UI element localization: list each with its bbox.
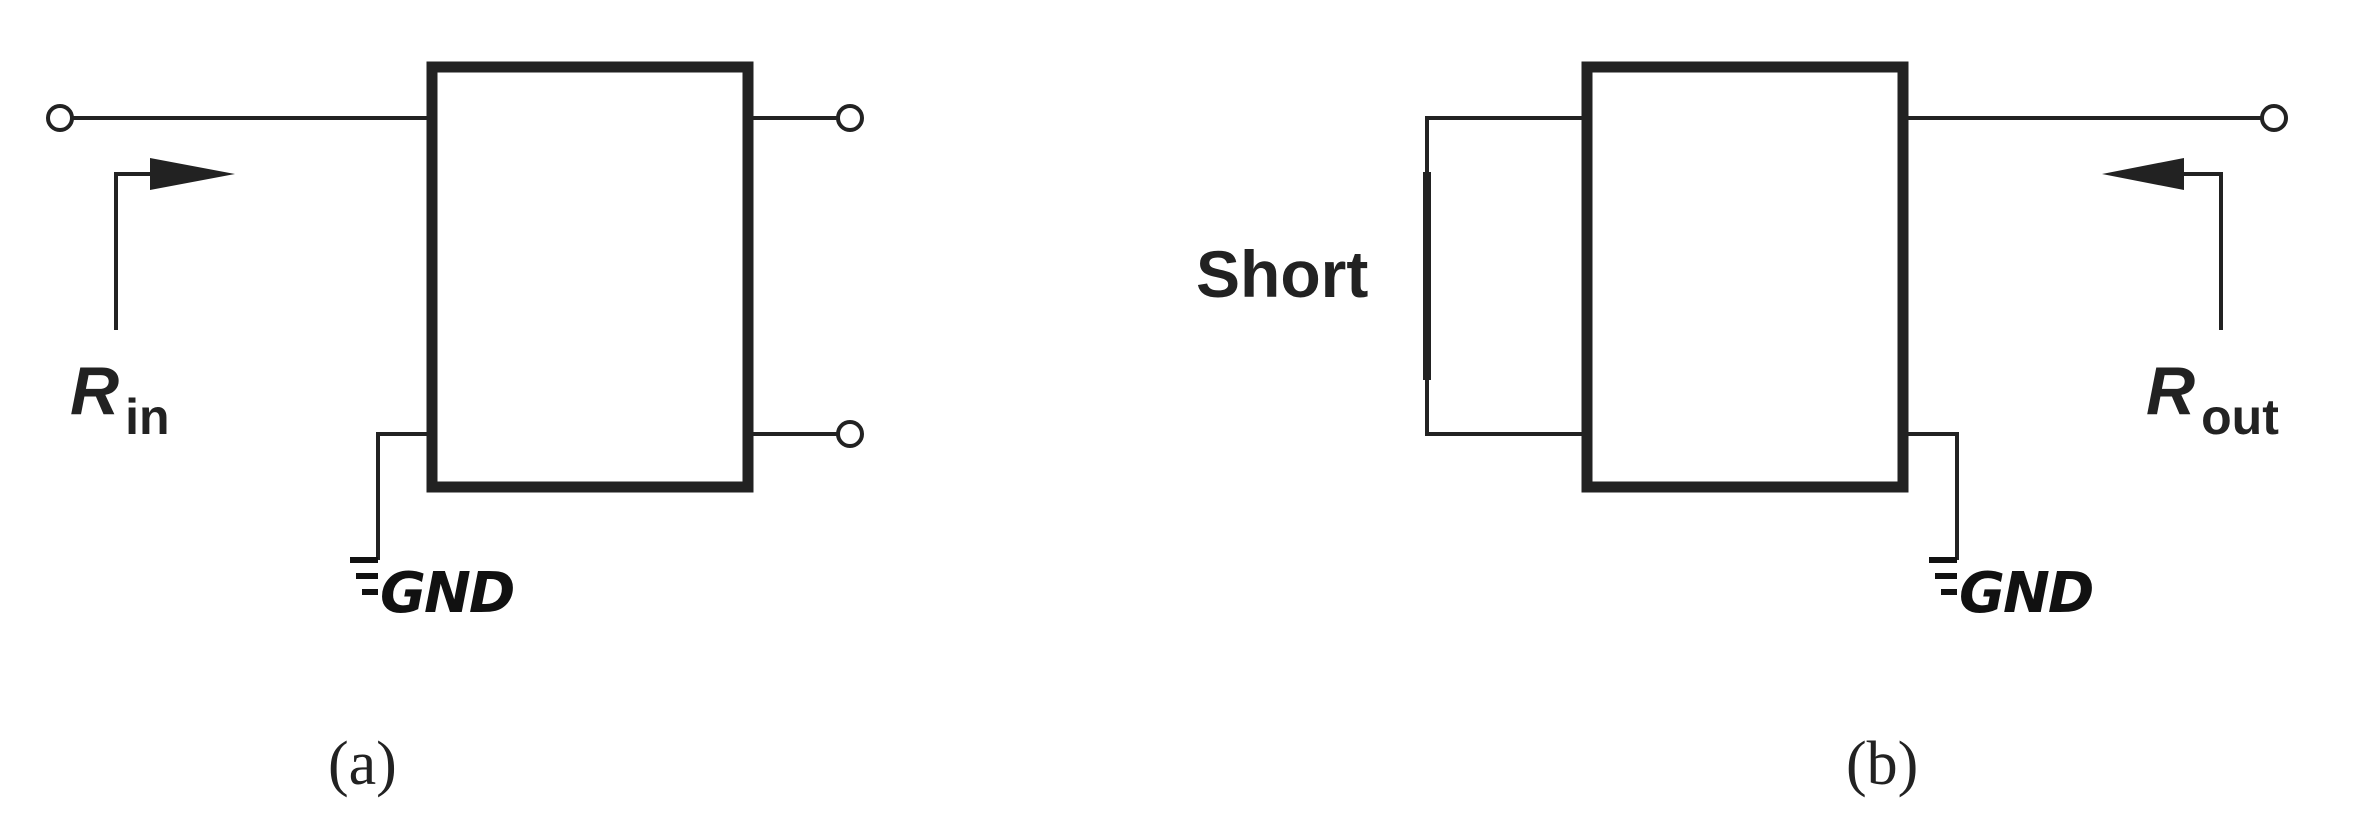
two-port-box-a — [426, 61, 754, 493]
caption-b: (b) — [1846, 730, 1918, 798]
short-wire-bottom — [1425, 380, 1587, 436]
ground-wire-a — [376, 432, 432, 560]
ground-wire-b — [1903, 432, 1959, 560]
output-bottom-terminal-a — [836, 420, 864, 448]
rout-arrowhead — [2102, 158, 2184, 190]
output-top-terminal-a — [836, 104, 864, 132]
rout-label-main: R — [2146, 353, 2195, 429]
short-wire-top — [1425, 116, 1587, 172]
rin-label-sub: in — [125, 389, 169, 445]
two-port-box-b — [1581, 61, 1909, 493]
input-terminal-a — [46, 104, 74, 132]
ground-label-a: GND — [380, 561, 514, 626]
short-label: Short — [1196, 237, 1368, 311]
output-terminal-b — [2260, 104, 2288, 132]
caption-a: (a) — [328, 730, 397, 798]
rin-arrowhead — [150, 158, 235, 190]
rin-label-main: R — [70, 353, 119, 429]
ground-label-b: GND — [1959, 561, 2093, 626]
rout-label-sub: out — [2201, 389, 2279, 445]
ground-icon-b — [1929, 557, 1957, 595]
ground-icon-a — [350, 557, 378, 595]
rout-arrow-line — [2184, 172, 2223, 330]
rin-arrow-line — [114, 172, 150, 330]
